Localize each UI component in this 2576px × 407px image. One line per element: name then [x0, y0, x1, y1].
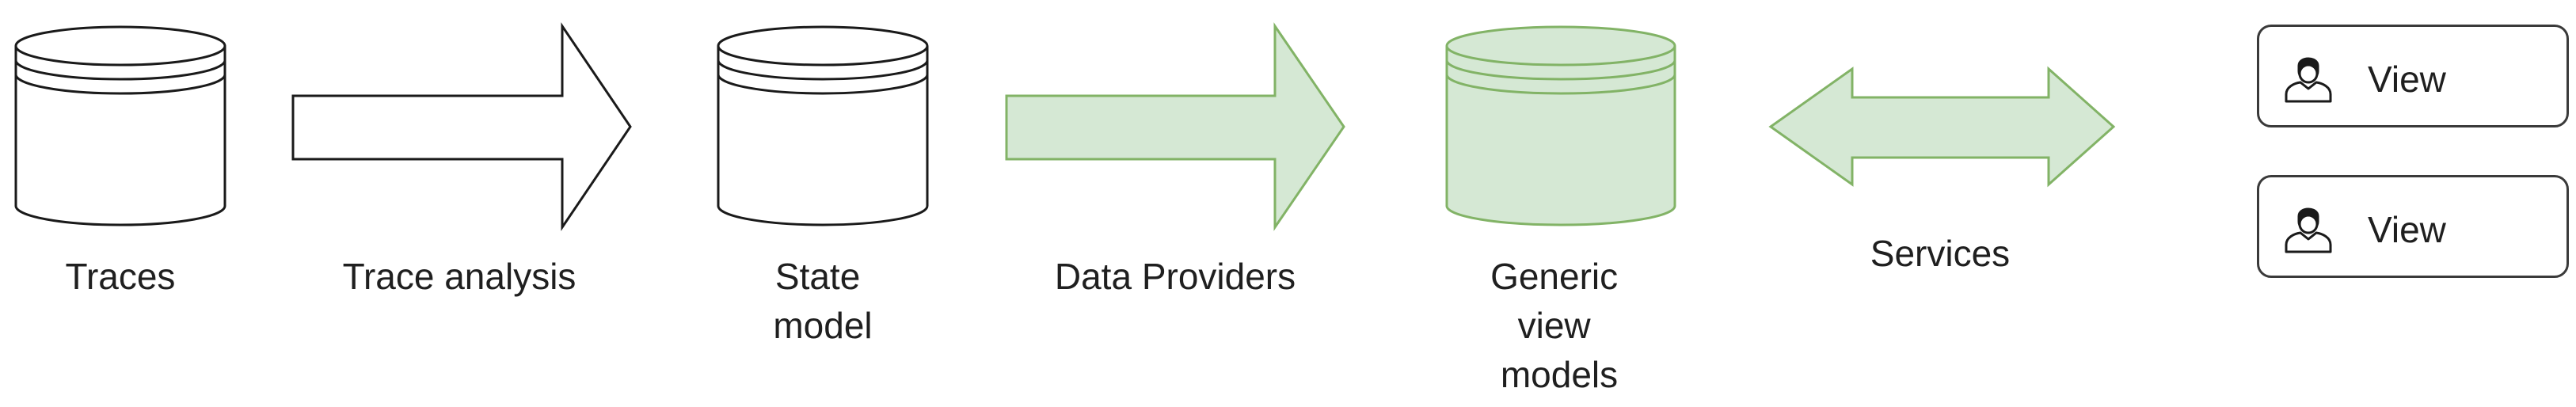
generic-view-models-database-icon — [1445, 25, 1676, 226]
view-label: View — [2368, 59, 2446, 100]
trace-analysis-label: Trace analysis — [343, 256, 576, 297]
trace-analysis-arrow — [291, 22, 632, 231]
state-model-database-icon — [717, 25, 929, 226]
generic-view-models-label-line-3: models — [1501, 354, 1618, 395]
services-label: Services — [1870, 233, 2010, 274]
data-providers-label: Data Providers — [1055, 256, 1296, 297]
data-providers-arrow — [1005, 22, 1345, 231]
view-card: View — [2257, 175, 2569, 278]
generic-view-models-label-line-2: view — [1518, 305, 1592, 346]
state-model-label-line-2: model — [773, 305, 872, 346]
view-card: View — [2257, 25, 2569, 127]
services-double-arrow — [1768, 66, 2116, 188]
traces-label: Traces — [66, 256, 176, 297]
generic-view-models-label-line-1: Generic — [1490, 256, 1618, 297]
view-label: View — [2368, 209, 2446, 250]
state-model-label-line-1: State — [775, 256, 860, 297]
user-icon — [2285, 57, 2332, 103]
generic-view-models-label: Generic view models — [1490, 256, 1628, 395]
traces-database-icon — [14, 25, 226, 226]
user-icon — [2285, 207, 2332, 253]
state-model-label: State model — [773, 256, 872, 346]
